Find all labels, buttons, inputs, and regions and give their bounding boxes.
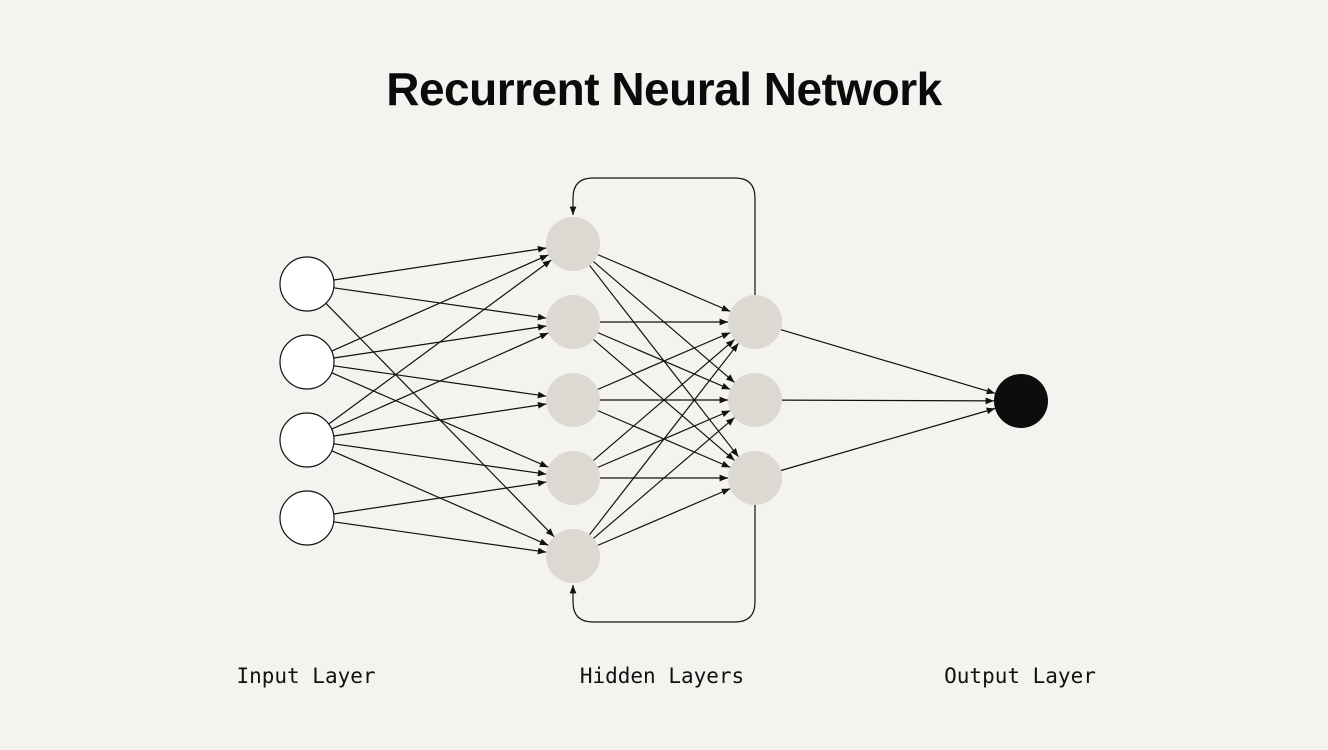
input-node-4 bbox=[279, 490, 335, 546]
edge-hidden1-1-to-hidden2-1 bbox=[597, 254, 731, 312]
hidden1-node-1 bbox=[546, 217, 600, 271]
recurrent-loop-bottom bbox=[569, 505, 756, 623]
edge-input-1-to-hidden1-1 bbox=[333, 245, 547, 281]
nodes bbox=[279, 217, 1048, 583]
input-node-3 bbox=[279, 412, 335, 468]
edge-hidden2-1-to-output-1 bbox=[780, 329, 996, 395]
input-node-1 bbox=[279, 256, 335, 312]
edge-input-4-to-hidden1-4 bbox=[333, 479, 547, 515]
edge-input-3-to-hidden1-4 bbox=[333, 443, 547, 477]
edge-input-3-to-hidden1-2 bbox=[331, 332, 549, 430]
edge-hidden1-5-to-hidden2-1 bbox=[589, 342, 739, 536]
edge-hidden1-5-to-hidden2-2 bbox=[593, 417, 735, 539]
edge-hidden2-2-to-output-1 bbox=[781, 397, 995, 405]
output-node-1 bbox=[994, 374, 1048, 428]
diagram-title: Recurrent Neural Network bbox=[386, 63, 942, 115]
edge-hidden1-5-to-hidden2-3 bbox=[597, 488, 731, 546]
connections bbox=[325, 245, 996, 555]
edge-hidden2-3-to-output-1 bbox=[780, 407, 996, 472]
hidden1-node-4 bbox=[546, 451, 600, 505]
edge-hidden1-4-to-hidden2-1 bbox=[593, 339, 735, 461]
recurrent-loops bbox=[569, 177, 756, 623]
input-layer-label: Input Layer bbox=[236, 664, 376, 688]
input-node-2 bbox=[279, 334, 335, 390]
edge-input-3-to-hidden1-1 bbox=[328, 259, 552, 425]
edge-input-3-to-hidden1-3 bbox=[333, 401, 547, 437]
hidden-layers-label: Hidden Layers bbox=[579, 664, 745, 688]
edge-input-2-to-hidden1-1 bbox=[331, 254, 549, 352]
recurrent-loop-top bbox=[569, 177, 756, 295]
hidden2-node-1 bbox=[728, 295, 782, 349]
hidden1-node-2 bbox=[546, 295, 600, 349]
output-layer-label: Output Layer bbox=[944, 664, 1096, 688]
edge-hidden1-3-to-hidden2-1 bbox=[597, 332, 731, 390]
hidden1-node-3 bbox=[546, 373, 600, 427]
hidden1-node-5 bbox=[546, 529, 600, 583]
edge-input-4-to-hidden1-5 bbox=[333, 521, 547, 555]
hidden2-node-3 bbox=[728, 451, 782, 505]
hidden2-node-2 bbox=[728, 373, 782, 427]
